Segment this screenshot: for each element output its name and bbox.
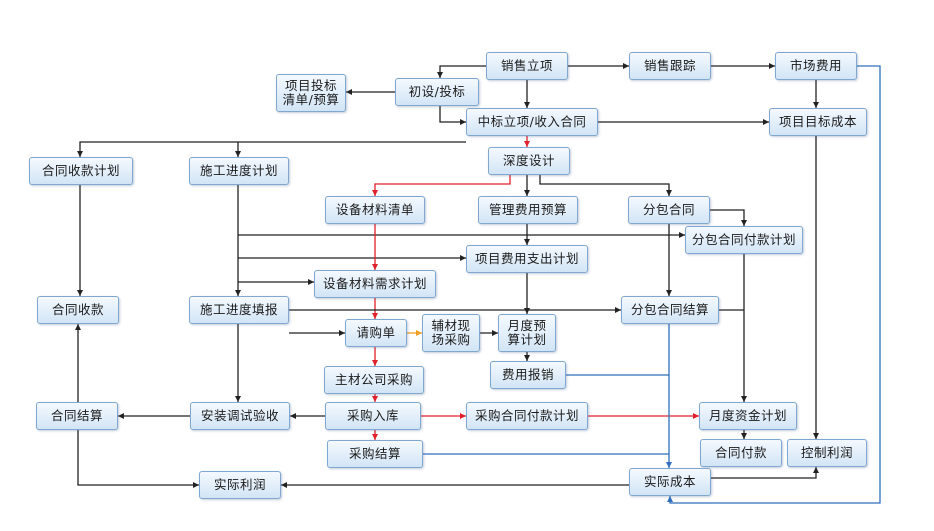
node-fenbao-jiesuan: 分包合同结算 bbox=[621, 296, 719, 324]
node-xiaoshou-lixiang: 销售立项 bbox=[486, 52, 568, 80]
node-feiyong-baoxiao: 费用报销 bbox=[490, 361, 566, 389]
node-fucai-caigou: 辅材现 场采购 bbox=[422, 314, 480, 352]
node-anzhuang-yanshou: 安装调试验收 bbox=[190, 402, 290, 430]
node-shichang-feiyong: 市场费用 bbox=[775, 52, 857, 80]
connector-2 bbox=[667, 65, 881, 504]
connector-15 bbox=[539, 175, 672, 196]
node-chushe-toubiao: 初设/投标 bbox=[395, 78, 479, 106]
node-hetong-shoukuan-jihua: 合同收款计划 bbox=[29, 157, 133, 185]
node-qinggou-dan: 请购单 bbox=[345, 319, 407, 347]
node-yuedu-yusuan: 月度预 算计划 bbox=[498, 314, 556, 352]
node-zhichu-jihua: 项目费用支出计划 bbox=[466, 245, 588, 273]
node-guanli-yusuan: 管理费用预算 bbox=[478, 196, 578, 224]
node-zhucai-caigou: 主材公司采购 bbox=[324, 366, 424, 394]
node-caigou-ruku: 采购入库 bbox=[325, 402, 421, 430]
connector-41 bbox=[77, 430, 199, 488]
connector-11 bbox=[77, 141, 466, 157]
node-caigou-fukuan-jihua: 采购合同付款计划 bbox=[466, 402, 588, 430]
connector-5 bbox=[439, 106, 466, 125]
node-mubiao-chengben: 项目目标成本 bbox=[769, 108, 867, 136]
node-zhongbiao: 中标立项/收入合同 bbox=[466, 108, 598, 136]
node-shigong-tianbao: 施工进度填报 bbox=[189, 296, 289, 324]
connector-26 bbox=[710, 209, 747, 226]
node-hetong-shoukuan: 合同收款 bbox=[37, 296, 119, 324]
node-kongzhi-lirun: 控制利润 bbox=[787, 439, 867, 467]
node-hetong-jiesuan: 合同结算 bbox=[36, 402, 118, 430]
connector-49 bbox=[711, 467, 819, 479]
node-fenbao-hetong: 分包合同 bbox=[628, 196, 710, 224]
node-caigou-jiesuan: 采购结算 bbox=[327, 440, 423, 468]
node-shiji-chengben: 实际成本 bbox=[629, 468, 711, 496]
node-shebei-qingdan: 设备材料清单 bbox=[325, 196, 425, 224]
node-shiji-lirun: 实际利润 bbox=[199, 471, 281, 499]
node-xiaoshou-genzong: 销售跟踪 bbox=[629, 52, 711, 80]
node-hetong-fukuan: 合同付款 bbox=[700, 439, 782, 467]
node-shendu-sheji: 深度设计 bbox=[488, 147, 570, 175]
node-fenbao-fukuan-jihua: 分包合同付款计划 bbox=[685, 226, 803, 254]
node-xuqiu-jihua: 设备材料需求计划 bbox=[314, 270, 436, 298]
node-yuedu-zijin: 月度资金计划 bbox=[699, 402, 797, 430]
connector-13 bbox=[372, 175, 511, 196]
node-shigong-jindu-jihua: 施工进度计划 bbox=[189, 157, 289, 185]
node-xiangmu-toubiao: 项目投标 清单/预算 bbox=[276, 74, 346, 112]
